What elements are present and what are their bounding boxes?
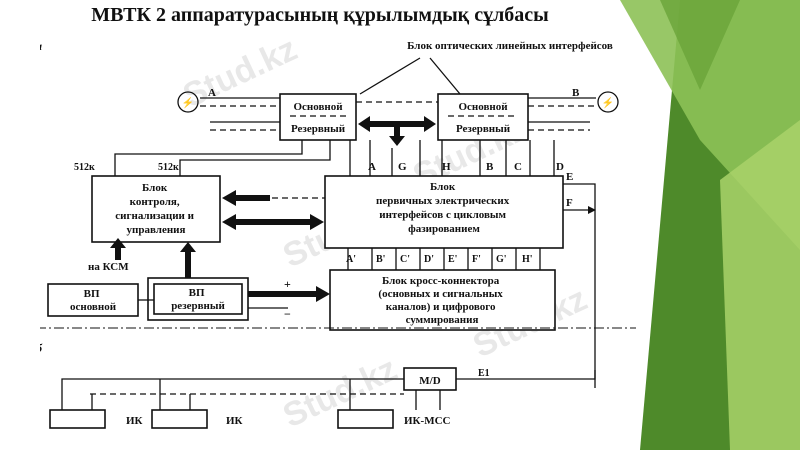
optical-pointer-right xyxy=(429,57,461,95)
crossconnect-block-label: Блок кросс-коннектора (основных и сигнал… xyxy=(378,275,505,326)
section-label-b: б xyxy=(40,341,43,355)
bus-bottom-label: C' xyxy=(400,254,410,265)
e-line xyxy=(563,183,596,388)
svg-text:⚡: ⚡ xyxy=(182,96,194,109)
ik-box-2 xyxy=(151,409,208,429)
bus-bottom-label: A' xyxy=(346,254,356,265)
bus-bottom-label: D' xyxy=(424,254,434,265)
ik-mss-box xyxy=(337,409,394,429)
main-left-label: Основной xyxy=(293,101,343,113)
port-512-label-2: 512к xyxy=(158,162,179,173)
reserve-right-label: Резервный xyxy=(456,123,511,135)
primary-block-label: Блок первичных электрических интерфейсов… xyxy=(376,181,512,235)
vp-main-label: ВП основной xyxy=(70,288,117,313)
bus-top-label: B xyxy=(486,161,494,173)
bus-bottom-arrows xyxy=(347,248,541,270)
bus-top-arrows xyxy=(349,140,555,176)
optical-unit-left xyxy=(279,93,357,141)
optical-port-left-icon xyxy=(177,91,199,113)
ik-label-2: ИК xyxy=(226,415,243,427)
primary-interfaces-block xyxy=(324,175,564,249)
accent-shape-pale xyxy=(720,120,800,450)
bus-bottom-label: G' xyxy=(496,254,507,265)
minus-label: − xyxy=(284,307,291,321)
control-block-label: Блок контроля, сигнализации и управления xyxy=(115,182,196,236)
reserve-left-label: Резервный xyxy=(291,123,346,135)
e1-label: E1 xyxy=(478,368,490,379)
optical-port-right-icon xyxy=(597,91,619,113)
bus-top-label: H xyxy=(442,161,451,173)
ik-mss-label: ИК-МСС xyxy=(404,415,451,427)
svg-text:⚡: ⚡ xyxy=(602,96,614,109)
control-block xyxy=(91,175,221,243)
section-label-a: а xyxy=(40,39,42,53)
structural-diagram: Stud.kz Stud.kz Stud.kz Stud.kz Stud.kz … xyxy=(40,38,636,435)
port-b-label: B xyxy=(572,87,580,99)
port-a-label: A xyxy=(208,87,216,99)
vp-main-block xyxy=(47,283,139,317)
md-label: M/D xyxy=(419,375,440,387)
control-to-crossconnect xyxy=(185,252,320,297)
accent-shape-mid xyxy=(660,0,740,90)
slide-title: МВТК 2 аппаратурасының құрылымдық сұлбас… xyxy=(91,4,549,26)
ksm-label: на КСМ xyxy=(88,261,129,273)
bus-bottom-label: E' xyxy=(448,254,458,265)
optical-pointer-left xyxy=(359,57,421,95)
bus-e-label: E xyxy=(566,171,573,183)
optical-block-label: Блок оптических линейных интерфейсов xyxy=(407,40,613,52)
bus-top-label: D xyxy=(556,161,564,173)
crossconnect-block xyxy=(329,269,556,331)
bus-bottom-label: H' xyxy=(522,254,533,265)
bus-bottom-label: B' xyxy=(376,254,386,265)
bus-bottom-label: F' xyxy=(472,254,481,265)
bus-top-label: C xyxy=(514,161,522,173)
vp-reserve-block xyxy=(153,283,243,315)
plus-label: + xyxy=(284,277,291,291)
ik-box-1 xyxy=(49,409,106,429)
optical-unit-right xyxy=(437,93,529,141)
bus-f-label: F xyxy=(566,197,573,209)
main-right-label: Основной xyxy=(458,101,508,113)
vp-reserve-label: ВП резервный xyxy=(171,287,225,312)
bus-top-label: G xyxy=(398,161,407,173)
port-512-label-1: 512к xyxy=(74,162,95,173)
ik-label-1: ИК xyxy=(126,415,143,427)
bus-top-label: A xyxy=(368,161,376,173)
